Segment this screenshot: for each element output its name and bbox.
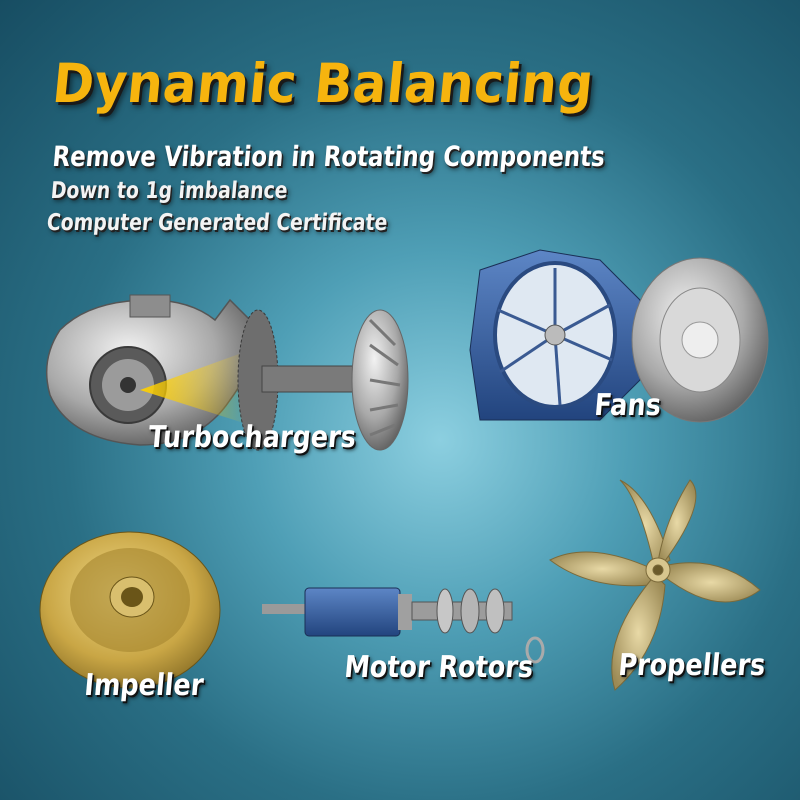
motor-rotor-image — [262, 587, 545, 664]
label-motor-rotors: Motor Rotors — [342, 650, 535, 685]
subtitle: Remove Vibration in Rotating Components — [51, 140, 607, 173]
feature-certificate: Computer Generated Certificate — [45, 210, 389, 236]
label-impeller: Impeller — [82, 668, 205, 703]
label-turbochargers: Turbochargers — [146, 420, 358, 455]
label-propellers: Propellers — [616, 648, 767, 683]
feature-imbalance: Down to 1g imbalance — [49, 178, 289, 204]
turbocharger-image — [45, 294, 409, 451]
propeller-image — [549, 479, 761, 691]
impeller-image — [39, 531, 221, 689]
label-fans: Fans — [592, 388, 663, 423]
page-title: Dynamic Balancing — [49, 52, 597, 115]
fans-image — [469, 249, 769, 423]
